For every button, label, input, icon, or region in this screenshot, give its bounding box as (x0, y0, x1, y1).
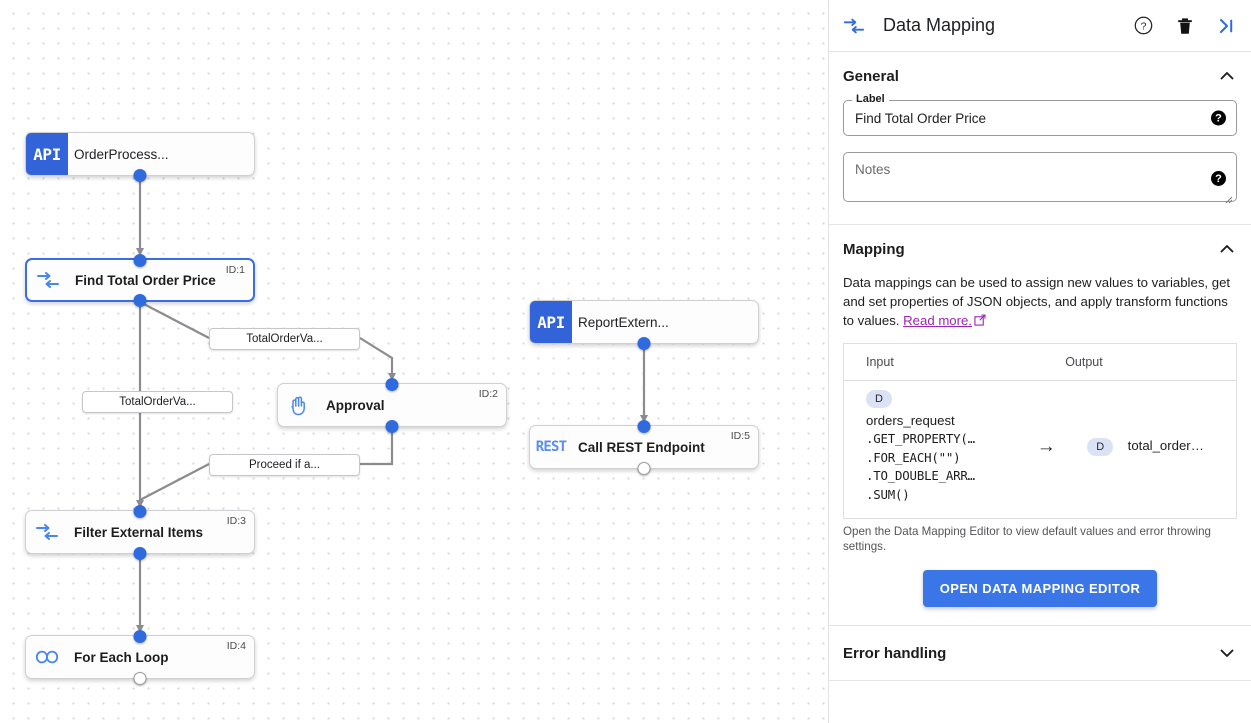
panel-header: Data Mapping ? (829, 0, 1251, 52)
divider (829, 625, 1251, 626)
node-title: For Each Loop (74, 649, 169, 665)
api-badge-icon: API (530, 301, 572, 343)
mapping-description: Data mappings can be used to assign new … (843, 273, 1237, 343)
edge-label[interactable]: TotalOrderVa... (209, 328, 360, 350)
node-title: ReportExtern... (578, 314, 669, 330)
read-more-link[interactable]: Read more. (903, 313, 973, 328)
node-output-port[interactable] (385, 419, 399, 433)
rest-badge-icon: REST (535, 439, 567, 455)
node-id-label: ID:4 (226, 640, 246, 652)
node-title: Find Total Order Price (75, 272, 216, 288)
node-call-rest-endpoint[interactable]: REST Call REST Endpoint ID:5 (529, 419, 759, 475)
input-variable: orders_request (866, 413, 955, 428)
trash-icon[interactable] (1176, 16, 1194, 36)
section-mapping-header[interactable]: Mapping (843, 225, 1237, 273)
node-title: OrderProcess... (74, 146, 169, 162)
mapping-description-text: Data mappings can be used to assign new … (843, 275, 1231, 328)
node-for-each-loop[interactable]: For Each Loop ID:4 (25, 629, 255, 685)
workflow-canvas[interactable]: API OrderProcess... Find Total Order Pri… (0, 0, 828, 723)
node-find-total-order-price[interactable]: Find Total Order Price ID:1 (25, 253, 255, 307)
column-header-input: Input (843, 343, 1006, 381)
node-output-port[interactable] (637, 461, 651, 475)
node-input-port[interactable] (133, 504, 147, 518)
section-error-handling: Error handling (829, 626, 1251, 680)
label-field-value: Find Total Order Price (855, 110, 987, 126)
node-id-label: ID:2 (478, 388, 498, 400)
notes-field[interactable]: Notes ? (843, 152, 1237, 204)
resize-handle[interactable] (1225, 191, 1233, 204)
external-link-icon[interactable] (974, 312, 986, 331)
section-title: Error handling (843, 644, 947, 662)
edge-layer (136, 176, 648, 633)
open-data-mapping-editor-button[interactable]: OPEN DATA MAPPING EDITOR (922, 570, 1158, 607)
node-output-port[interactable] (133, 168, 147, 182)
node-output-port[interactable] (133, 293, 147, 307)
section-error-handling-header[interactable]: Error handling (843, 626, 1237, 680)
api-badge-icon: API (26, 133, 68, 175)
data-mapping-icon (843, 18, 865, 34)
column-header-output: Output (1065, 343, 1237, 381)
node-title: Approval (326, 397, 385, 413)
column-spacer (1005, 343, 1066, 381)
input-method: .TO_DOUBLE_ARR… (866, 468, 975, 483)
input-method: .GET_PROPERTY(… (866, 431, 975, 446)
divider (829, 224, 1251, 225)
input-expression: orders_request .GET_PROPERTY(… .FOR_EACH… (866, 412, 1005, 504)
divider (829, 680, 1251, 681)
label-field[interactable]: Label Find Total Order Price ? (843, 93, 1237, 136)
section-title: General (843, 67, 899, 85)
mapping-button-row: OPEN DATA MAPPING EDITOR (843, 554, 1237, 625)
node-input-port[interactable] (637, 419, 651, 433)
node-input-port[interactable] (133, 629, 147, 643)
node-output-port[interactable] (133, 671, 147, 685)
output-cell[interactable]: D total_order… (1065, 381, 1236, 519)
mapping-table: Input Output D orders_request .GET_PROPE… (843, 343, 1237, 519)
edge-label[interactable]: TotalOrderVa... (82, 391, 233, 413)
input-cell[interactable]: D orders_request .GET_PROPERTY(… .FOR_EA… (844, 381, 1006, 519)
svg-text:?: ? (1141, 21, 1147, 33)
table-row[interactable]: D orders_request .GET_PROPERTY(… .FOR_EA… (844, 381, 1237, 519)
section-general-header[interactable]: General (843, 52, 1237, 100)
node-title: Filter External Items (74, 524, 204, 540)
section-general: General Label Find Total Order Price ? N… (829, 52, 1251, 206)
help-icon[interactable]: ? (1211, 110, 1226, 126)
node-report-extern[interactable]: API ReportExtern... (529, 300, 759, 350)
node-filter-external-items[interactable]: Filter External Items ID:3 (25, 504, 255, 560)
edge-label[interactable]: Proceed if a... (209, 454, 360, 476)
table-header-row: Input Output (843, 343, 1237, 381)
label-field-legend: Label (852, 93, 889, 105)
node-id-label: ID:5 (730, 430, 750, 442)
output-type-chip: D (1087, 438, 1114, 456)
node-approval[interactable]: Approval ID:2 (277, 377, 507, 433)
chevron-up-icon[interactable] (1217, 66, 1237, 86)
node-order-process[interactable]: API OrderProcess... (25, 132, 255, 182)
node-output-port[interactable] (133, 546, 147, 560)
node-output-port[interactable] (637, 336, 651, 350)
input-type-chip: D (866, 390, 892, 408)
input-method: .FOR_EACH("") (866, 449, 961, 465)
mapping-hint: Open the Data Mapping Editor to view def… (843, 525, 1211, 553)
node-input-port[interactable] (133, 253, 147, 267)
notes-placeholder: Notes (855, 162, 891, 177)
section-mapping: Mapping Data mappings can be used to ass… (829, 225, 1251, 625)
mapping-arrow-icon: → (1036, 435, 1056, 457)
section-title: Mapping (843, 240, 905, 258)
chevron-up-icon[interactable] (1217, 239, 1237, 259)
properties-panel: Data Mapping ? (828, 0, 1251, 723)
help-circle-icon[interactable]: ? (1133, 15, 1154, 36)
node-id-label: ID:3 (226, 515, 246, 527)
output-variable: total_order… (1127, 438, 1204, 453)
node-input-port[interactable] (385, 377, 399, 391)
chevron-down-icon[interactable] (1217, 643, 1237, 663)
node-title: Call REST Endpoint (578, 439, 705, 455)
infinity-loop-icon (26, 636, 68, 678)
input-method: .SUM() (866, 486, 910, 502)
help-icon[interactable]: ? (1211, 171, 1226, 186)
hand-icon (278, 384, 320, 426)
data-mapping-icon (26, 511, 68, 553)
panel-title: Data Mapping (883, 15, 996, 35)
data-mapping-icon (27, 260, 69, 300)
node-id-label: ID:1 (225, 264, 245, 276)
collapse-right-icon[interactable] (1217, 16, 1237, 36)
